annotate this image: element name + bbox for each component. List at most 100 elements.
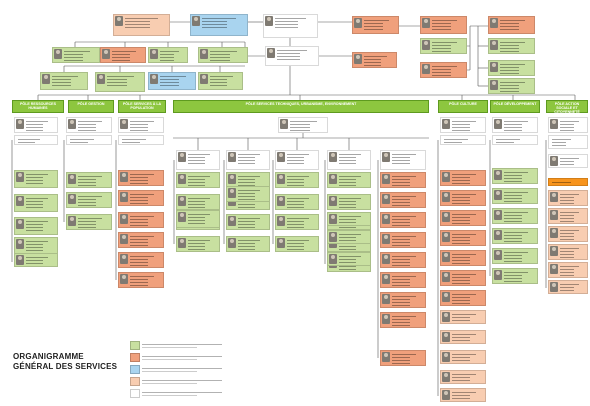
card-text-line (500, 51, 519, 52)
person-photo-icon (329, 232, 337, 242)
card-text-line (26, 174, 49, 175)
card-text-line (552, 185, 566, 186)
legend-text-line (142, 347, 197, 348)
card-text-line (392, 202, 410, 203)
card-text-line (210, 82, 228, 83)
legend-item (130, 388, 250, 398)
card-text-line (364, 23, 383, 24)
card-text-line (26, 221, 49, 222)
card-text-line (238, 160, 255, 161)
person-photo-icon (277, 196, 285, 206)
person-photo-icon (277, 216, 285, 226)
org-card (380, 212, 426, 228)
legend-item (130, 340, 250, 350)
card-text-line (238, 246, 255, 247)
card-text-line (504, 178, 522, 179)
card-text-line (560, 257, 575, 258)
card-text-line (560, 233, 575, 234)
card-text-line (452, 183, 470, 184)
card-text-line (188, 243, 205, 244)
card-text-line (130, 256, 154, 257)
card-text-line (26, 121, 49, 122)
person-photo-icon (228, 152, 236, 162)
legend-swatch (130, 341, 140, 350)
card-text-line (238, 196, 255, 197)
card-text-line (238, 227, 255, 228)
org-card (380, 272, 426, 288)
person-photo-icon (442, 352, 450, 362)
card-text-line (392, 360, 410, 361)
person-photo-icon (150, 74, 158, 84)
card-text-line (78, 127, 96, 128)
card-text-line (500, 42, 525, 43)
card-text-line (452, 343, 470, 344)
org-card (14, 194, 58, 212)
person-photo-icon (382, 194, 390, 204)
legend-text-line (142, 359, 197, 360)
card-text-line (452, 357, 470, 358)
org-card (548, 244, 588, 260)
card-text-line (392, 205, 410, 206)
card-text-line (26, 227, 43, 228)
person-photo-icon (550, 246, 558, 256)
card-text-line (496, 142, 514, 143)
card-text-line (339, 256, 362, 257)
card-text-line (560, 130, 575, 131)
legend-swatch (130, 365, 140, 374)
card-text-line (552, 142, 567, 143)
org-card (327, 172, 371, 188)
card-text-line (339, 182, 356, 183)
card-text-line (452, 214, 476, 215)
person-photo-icon (228, 174, 236, 184)
card-text-line (26, 266, 43, 267)
card-text-line (452, 243, 470, 244)
card-text-line (392, 163, 410, 164)
card-text-line (238, 221, 255, 222)
card-text-line (500, 45, 519, 46)
org-card (14, 253, 58, 267)
org-card (14, 135, 58, 145)
card-text-line (392, 225, 410, 226)
person-photo-icon (68, 194, 76, 204)
org-card (492, 117, 538, 133)
card-text-line (238, 243, 255, 244)
card-text-line (432, 66, 457, 67)
card-text-line (452, 398, 470, 399)
director-card (113, 14, 170, 36)
card-text-line (52, 82, 72, 83)
card-text-line (392, 259, 410, 260)
pole-header: PÔLE SERVICES À LA POPULATION (118, 100, 166, 113)
card-text-line (392, 157, 410, 158)
person-photo-icon (150, 49, 158, 59)
card-text-line (339, 262, 356, 263)
card-text-line (130, 200, 148, 201)
legend-text-line (142, 383, 197, 384)
card-text-line (392, 239, 410, 240)
org-card (66, 135, 112, 145)
card-text-line (339, 207, 356, 208)
org-card (176, 194, 220, 210)
card-text-line (277, 53, 300, 54)
card-text-line (392, 154, 416, 155)
card-text-line (130, 225, 148, 226)
org-card (440, 170, 486, 186)
org-card (176, 236, 220, 252)
person-photo-icon (120, 119, 128, 129)
card-text-line (392, 256, 416, 257)
person-photo-icon (102, 49, 110, 59)
org-card (118, 170, 164, 186)
card-text-line (452, 395, 470, 396)
card-text-line (364, 59, 382, 60)
card-text-line (78, 182, 96, 183)
card-text-line (452, 177, 470, 178)
card-text-line (26, 263, 43, 264)
card-text-line (452, 220, 470, 221)
card-text-line (560, 127, 575, 128)
card-text-line (500, 73, 519, 74)
person-photo-icon (550, 210, 558, 220)
org-card (226, 150, 270, 170)
person-photo-icon (228, 188, 236, 198)
card-text-line (287, 246, 304, 247)
person-photo-icon (68, 174, 76, 184)
card-text-line (504, 121, 528, 122)
